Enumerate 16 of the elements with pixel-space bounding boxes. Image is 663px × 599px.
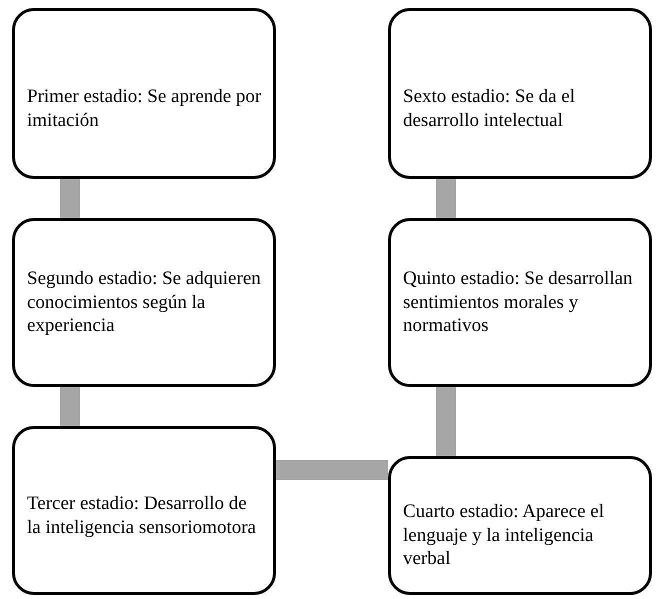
- connector-bar: [60, 387, 80, 426]
- stage-text: Primer estadio: Se aprende por imitación: [27, 84, 262, 132]
- connector-bar: [276, 460, 388, 480]
- stage-text: Segundo estadio: Se adquieren conocimientos según la experiencia: [27, 266, 262, 338]
- stage-box: [12, 426, 276, 595]
- stage-text: Tercer estadio: Desarrollo de la inteligencia sensoriomotora: [27, 492, 257, 540]
- stage-box: [12, 8, 276, 179]
- stage-text: Sexto estadio: Se da el desarrollo intelectual: [403, 84, 576, 132]
- stage-box: [388, 8, 652, 179]
- stage-box: [12, 218, 276, 387]
- stage-box: [388, 456, 652, 595]
- stage-text: Quinto estadio: Se desarrollan sentimientos morales y normativos: [403, 266, 634, 338]
- stage-box: [388, 218, 652, 387]
- connector-bar: [436, 387, 456, 456]
- connector-bar: [60, 179, 80, 218]
- stage-text: Cuarto estadio: Aparece el lenguaje y la inteligencia verbal: [403, 500, 606, 572]
